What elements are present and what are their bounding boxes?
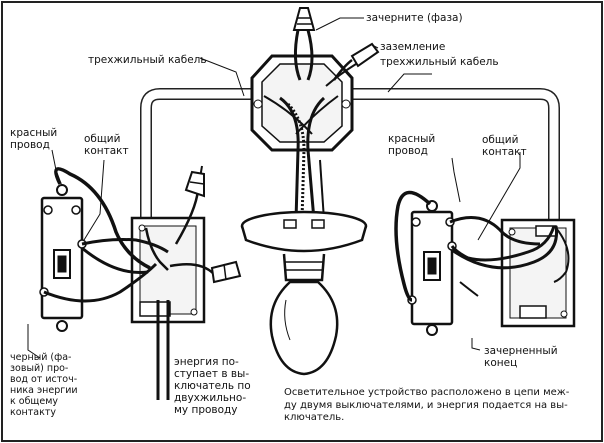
right-box [500, 218, 576, 328]
cable-left [140, 88, 262, 228]
light-fixture [240, 210, 368, 282]
figure-caption: Осветительное устройство расположено в ц… [284, 387, 570, 423]
label-blackened-end: зачерненный конец [484, 345, 558, 369]
label-phase: зачерните (фаза) [366, 12, 463, 24]
label-cable-right: трехжильный кабель [380, 56, 499, 68]
label-red-wire-left: красный провод [10, 127, 58, 151]
label-red-wire-right: красный провод [388, 133, 436, 157]
label-cable-left: трехжильный кабель [88, 54, 207, 66]
label-common-contact-right: общий контакт [482, 134, 527, 158]
left-wire-nut-top [184, 170, 205, 198]
left-switch [39, 184, 87, 332]
junction-box [250, 54, 354, 152]
junction-wires [263, 95, 339, 221]
left-wire-nut-right [210, 260, 242, 284]
label-ground: заземление [380, 41, 446, 53]
right-wires [394, 190, 570, 302]
label-power-input: энергия по- ступает в вы- ключатель по д… [174, 356, 251, 416]
label-common-contact-left: общий контакт [84, 133, 129, 157]
label-black-phase-wire: черный (фа- зовый) про- вод от источ- ни… [10, 352, 78, 418]
cable-right [342, 88, 560, 222]
wire-nut-top [292, 7, 316, 81]
leader-lines [27, 17, 521, 359]
wire-nut-ground [325, 42, 380, 87]
left-wires [43, 165, 215, 400]
right-switch [407, 200, 457, 336]
light-bulb [269, 280, 339, 376]
